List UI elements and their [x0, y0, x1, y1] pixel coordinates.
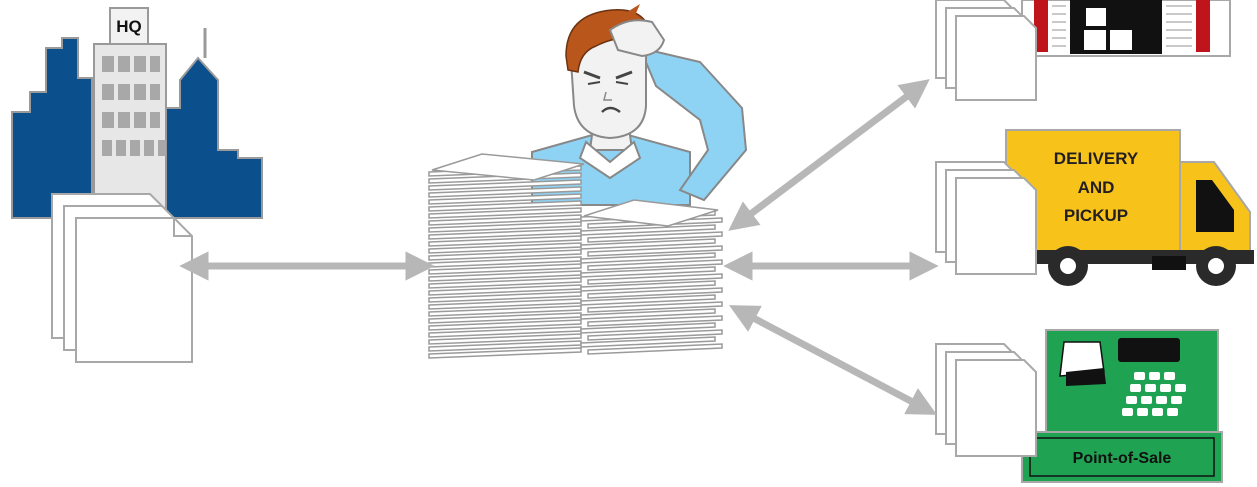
cash-register-icon: Point-of-Sale: [1022, 330, 1222, 482]
document-stack-icon: [52, 194, 192, 362]
document-stack-icon: [936, 344, 1036, 456]
truck-label-line-2: AND: [1078, 178, 1115, 197]
document-stack-icon: [936, 162, 1036, 274]
hq-building-icon: HQ: [12, 8, 262, 219]
truck-label-line-1: DELIVERY: [1054, 149, 1139, 168]
document-stack-icon: [936, 0, 1036, 100]
truck-label-line-3: PICKUP: [1064, 206, 1128, 225]
warehouse-icon: [1022, 0, 1230, 56]
pos-label: Point-of-Sale: [1073, 450, 1172, 467]
hq-label: HQ: [116, 17, 142, 36]
delivery-truck-icon: DELIVERY AND PICKUP: [1006, 130, 1254, 286]
